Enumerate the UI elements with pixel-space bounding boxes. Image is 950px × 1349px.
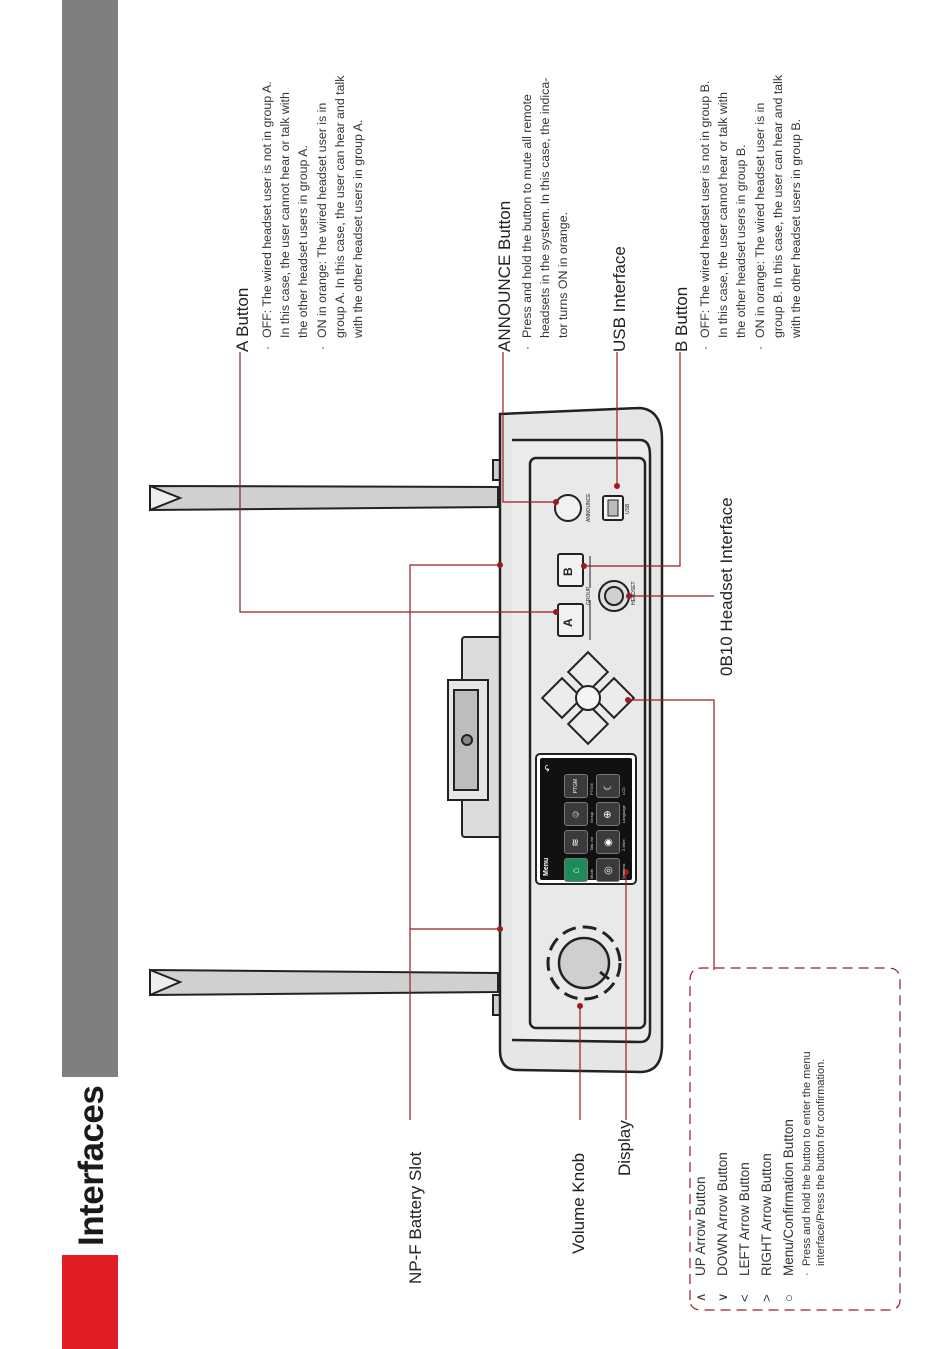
volume-knob-callout-title: Volume Knob [569, 1152, 588, 1254]
description-line: Press and hold the button to mute all re… [518, 78, 536, 352]
description-line: In this case, the user cannot hear or ta… [716, 92, 731, 338]
announce-label: ANNOUNCE [586, 493, 592, 522]
screen-tile-label: 2-Wire [621, 839, 626, 851]
legend-label: Menu/Confirmation Button [781, 1119, 796, 1276]
legend-item: ∧ UP Arrow Button [690, 1051, 712, 1302]
b-button-description: OFF: The wired headset user is not in gr… [696, 75, 805, 352]
screen-title: Menu [543, 857, 550, 876]
display-callout-title: Display [615, 1120, 634, 1176]
a-button[interactable]: A [561, 618, 575, 627]
screen-tile-label: Language [621, 805, 626, 823]
nav-pad [540, 650, 636, 746]
description-line: ON in orange: The wired headset user is … [313, 76, 331, 352]
group-icon: ☺ [570, 808, 582, 820]
legend-label: DOWN Arrow Button [715, 1152, 730, 1276]
screen-tile-label: Mode [589, 868, 594, 879]
battery-slot-callout-title: NP-F Battery Slot [406, 1151, 425, 1284]
description-line: OFF: The wired headset user is not in gr… [696, 75, 714, 352]
battery-slot [447, 636, 503, 838]
description-line: headsets in the system. In this case, th… [538, 77, 553, 338]
screen-tile-grid: ⌂ Mode ≋ Talk-Vol ☺ Group PTGM PTGM ◎ Wireless ◉ 2-… [552, 762, 630, 882]
arrow-symbol-icon: > [759, 1294, 774, 1302]
screen-tile-group[interactable]: ☺ Group [564, 802, 594, 826]
announce-description: Press and hold the button to mute all re… [518, 78, 573, 352]
screen-tile-mode[interactable]: ⌂ Mode [564, 858, 594, 882]
eq-icon: ≋ [570, 837, 582, 847]
description-line: the other headset users in group A. [296, 145, 311, 338]
description-line: the other headset users in group B. [734, 144, 749, 338]
screen-tile-label: Group [589, 811, 594, 823]
screen-tile-talk-vol[interactable]: ≋ Talk-Vol [564, 830, 594, 854]
screen-tile-language[interactable]: ⊕ Language [596, 802, 626, 826]
globe-icon: ⊕ [602, 809, 614, 819]
wireless-icon: ◎ [602, 865, 614, 875]
screen-tile-2-wire[interactable]: ◉ 2-Wire [596, 830, 626, 854]
mic-icon: ◉ [602, 837, 614, 847]
description-line: OFF: The wired headset user is not in gr… [258, 76, 276, 352]
usb-callout-title: USB Interface [610, 246, 629, 352]
antenna-top [149, 459, 503, 512]
legend: ∧ UP Arrow Button ∨ DOWN Arrow Button < LEFT … [690, 1051, 828, 1302]
legend-label: RIGHT Arrow Button [759, 1153, 774, 1276]
headset-jack [598, 580, 630, 612]
arrow-symbol-icon: ∧ [693, 1292, 708, 1302]
legend-note-line: interface/Press the button for confirmat… [815, 1058, 827, 1266]
description-line: group A. In this case, the user can hear… [332, 75, 347, 338]
a-button-callout-title: A Button [233, 287, 252, 352]
header-band [62, 0, 118, 1077]
screen-tile-label: Wireless [621, 863, 626, 879]
b-button[interactable]: B [561, 567, 575, 576]
legend-item: ∨ DOWN Arrow Button [712, 1051, 734, 1302]
headset-label: HEADSET [631, 581, 637, 605]
usb-label: USB [625, 503, 631, 514]
group-buttons [557, 553, 591, 640]
legend-dashed-frame [689, 967, 901, 1311]
group-label: GROUP [586, 586, 592, 605]
announce-callout-title: ANNOUNCE Button [495, 200, 514, 352]
arrow-symbol-icon: ∨ [715, 1292, 730, 1302]
a-button-description: OFF: The wired headset user is not in gr… [258, 76, 367, 352]
legend-label: LEFT Arrow Button [737, 1162, 752, 1276]
description-line: with the other headset users in group B. [789, 118, 804, 338]
arrow-symbol-icon: ○ [781, 1294, 796, 1302]
screen-tile-label: Talk-Vol [589, 836, 594, 851]
description-line: ON in orange: The wired headset user is … [751, 75, 769, 352]
description-line: group B. In this case, the user can hear… [770, 74, 785, 338]
leader-lines [239, 352, 715, 1120]
volume-knob-drawing [546, 925, 622, 1001]
description-line: with the other headset users in group A. [351, 119, 366, 338]
antenna-bottom [149, 968, 503, 1016]
legend-note-line: Press and hold the button to enter the m… [800, 1051, 814, 1302]
home-icon: ⌂ [570, 866, 582, 874]
screen-tile-label: LCD [621, 786, 626, 795]
legend-item: ○ Menu/Confirmation Button [778, 1051, 800, 1302]
screen-tile-ptgm[interactable]: PTGM PTGM [564, 774, 594, 798]
legend-label: UP Arrow Button [693, 1176, 708, 1276]
headset-callout-title: 0B10 Headset Interface [717, 497, 736, 676]
legend-item: < LEFT Arrow Button [734, 1051, 756, 1302]
screen-tile-lcd[interactable]: ☾ LCD [596, 774, 626, 798]
description-line: In this case, the user cannot hear or ta… [278, 92, 293, 338]
announce-drawing [554, 494, 582, 522]
usb-port-drawing [602, 495, 624, 521]
b-button-callout-title: B Button [672, 286, 691, 352]
moon-icon: ☾ [602, 781, 614, 791]
legend-item: > RIGHT Arrow Button [756, 1051, 778, 1302]
screen-tile-label: PTGM [589, 783, 594, 795]
accent-bar [62, 1255, 118, 1349]
arrow-symbol-icon: < [737, 1294, 752, 1302]
description-line: tor turns ON in orange. [556, 211, 571, 338]
ptgm-icon: PTGM [572, 778, 579, 794]
screen-tile-wireless[interactable]: ◎ Wireless [596, 858, 626, 882]
